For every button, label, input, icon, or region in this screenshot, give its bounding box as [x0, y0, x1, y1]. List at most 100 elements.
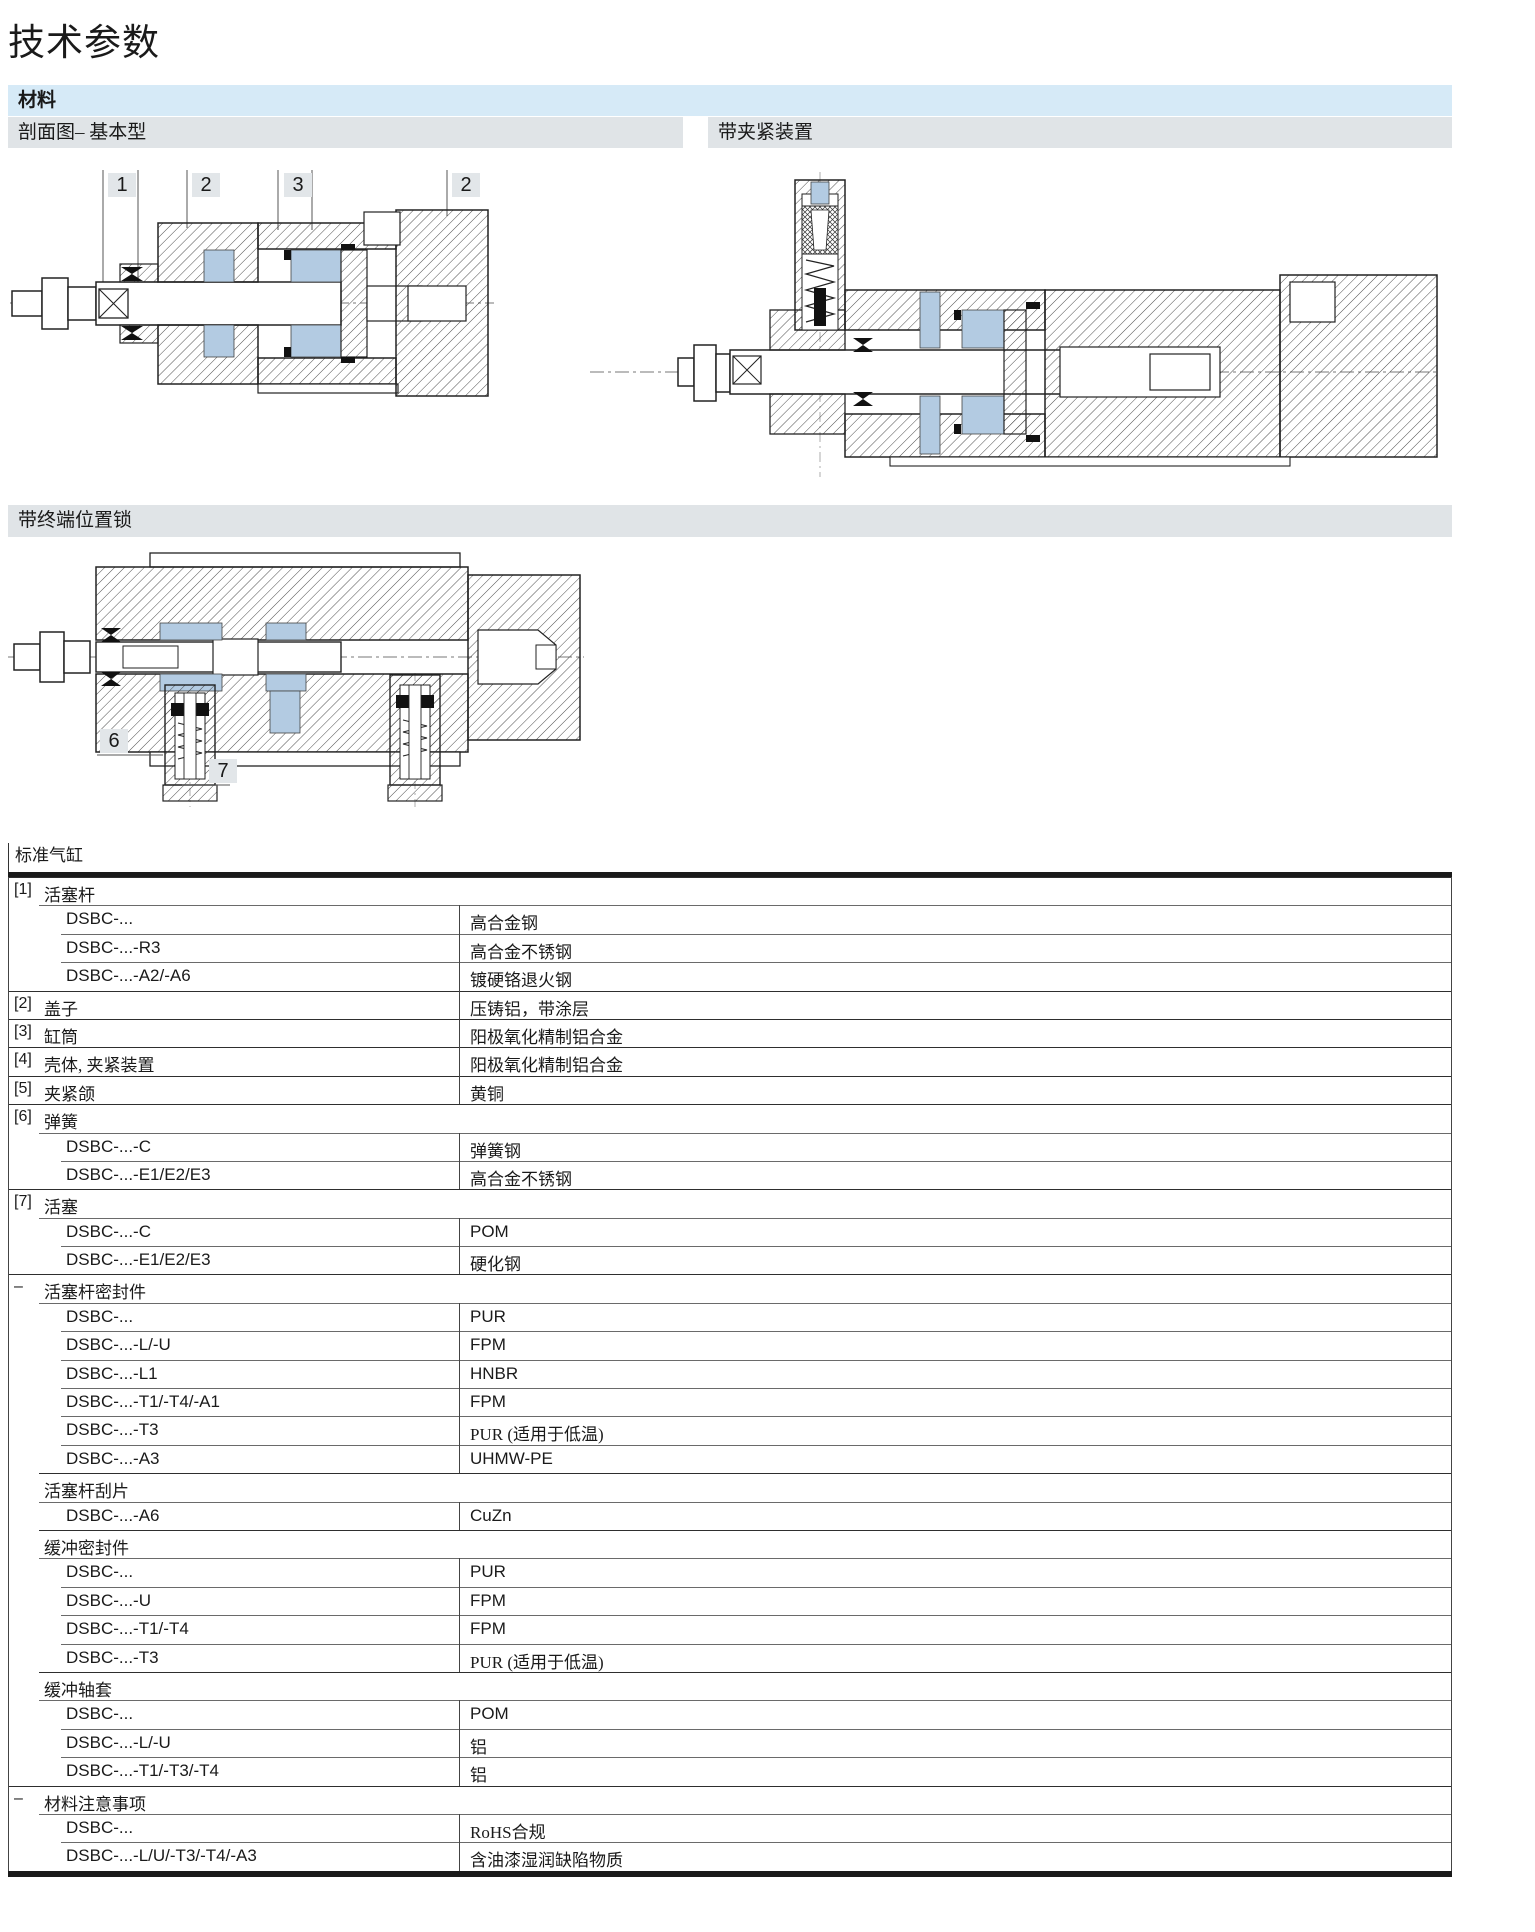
row-value: POM [459, 1700, 1451, 1729]
row-value: 弹簧钢 [459, 1132, 1451, 1161]
table-row: – 活塞杆密封件 [9, 1274, 1451, 1302]
table-row: DSBC-... PUR [9, 1302, 1451, 1332]
table-row: [7]活塞 [9, 1189, 1451, 1217]
clamping-cylinder-drawing [590, 142, 1440, 492]
row-label: DSBC-...-E1/E2/E3 [66, 1164, 211, 1184]
row-number: – [14, 1789, 23, 1807]
basic-cylinder-cross-section [10, 170, 494, 397]
row-label: 材料注意事项 [44, 1794, 146, 1814]
table-row: [3]缸筒阳极氧化精制铝合金 [9, 1018, 1451, 1048]
table-row: [5] 夹紧颌 黄铜 [9, 1075, 1451, 1105]
part-label-2: 2 [192, 173, 220, 197]
table-row: – 材料注意事项 [9, 1785, 1451, 1814]
row-label: DSBC-...-U [66, 1590, 151, 1610]
table-row: DSBC-...RoHS合规 [9, 1813, 1451, 1843]
row-value: 阳极氧化精制铝合金 [459, 1047, 1451, 1076]
row-label: DSBC-...-T1/-T4/-A1 [66, 1392, 220, 1412]
row-value: CuZn [459, 1501, 1451, 1530]
part-label-7: 7 [209, 759, 237, 783]
row-value: 高合金不锈钢 [459, 933, 1451, 963]
table-row: DSBC-...-T3 PUR (适用于低温) [9, 1643, 1451, 1672]
row-number: – [14, 1278, 23, 1296]
row-number: [2] [14, 994, 32, 1012]
row-label: 夹紧颌 [44, 1084, 95, 1104]
row-number: [5] [14, 1079, 32, 1097]
table-row: DSBC-...-L/-U FPM [9, 1331, 1451, 1360]
end-lock-cylinder-drawing: 6 7 [8, 545, 588, 810]
materials-table: 标准气缸 [1] 活塞杆 DSBC-... 高合金钢 DSBC-...-R3 高合金不锈钢… [8, 843, 1452, 1877]
page-title: 技术参数 [8, 23, 160, 64]
table-row: [2]盖子压铸铝，带涂层 [9, 990, 1451, 1019]
row-label: DSBC-...-L/U/-T3/-T4/-A3 [66, 1846, 257, 1866]
row-value: 高合金不锈钢 [459, 1160, 1451, 1190]
row-label: DSBC-... [66, 1562, 134, 1582]
table-row: DSBC-...-T1/-T3/-T4 铝 [9, 1757, 1451, 1786]
row-number: [1] [14, 881, 32, 898]
row-value: 压铸铝，带涂层 [459, 990, 1451, 1019]
row-label: DSBC-...-T1/-T3/-T4 [66, 1761, 220, 1781]
table-row: DSBC-...-R3 高合金不锈钢 [9, 933, 1451, 963]
row-value: POM [459, 1217, 1451, 1247]
row-label: DSBC-...-T3 [66, 1647, 159, 1667]
row-label: DSBC-... [66, 1704, 134, 1724]
row-label: DSBC-... [66, 1306, 134, 1326]
subheader-sectional-view-basic: 剖面图– 基本型 [8, 117, 683, 148]
row-value: FPM [459, 1388, 1451, 1417]
end-lock-cylinder-cross-section [8, 552, 584, 807]
row-value: 镀硬铬退火钢 [459, 962, 1451, 991]
table-row: 缓冲密封件 [9, 1529, 1451, 1558]
table-row: 缓冲轴套 [9, 1671, 1451, 1700]
row-label: DSBC-...-A3 [66, 1448, 160, 1468]
row-value: 阳极氧化精制铝合金 [459, 1018, 1451, 1048]
table-row: DSBC-... POM [9, 1700, 1451, 1729]
row-number: [3] [14, 1022, 32, 1040]
row-value: FPM [459, 1331, 1451, 1360]
row-label: DSBC-...-R3 [66, 937, 161, 957]
table-row: DSBC-...-T1/-T4/-A1 FPM [9, 1388, 1451, 1417]
row-label: 活塞杆密封件 [44, 1283, 146, 1303]
row-label: DSBC-...-A6 [66, 1505, 160, 1525]
row-value: HNBR [459, 1359, 1451, 1389]
part-label-3: 3 [284, 173, 312, 197]
row-label: DSBC-...-L/-U [66, 1732, 171, 1752]
row-value: PUR (适用于低温) [459, 1643, 1451, 1672]
table-top-rule [8, 872, 1452, 877]
table-row: [4]壳体, 夹紧装置阳极氧化精制铝合金 [9, 1047, 1451, 1076]
part-label-1: 1 [108, 173, 136, 197]
row-label: DSBC-...-T1/-T4 [66, 1619, 189, 1639]
row-label: 缓冲密封件 [44, 1538, 129, 1558]
row-number: [4] [14, 1051, 32, 1069]
row-label: DSBC-...-A2/-A6 [66, 966, 191, 986]
row-label: 弹簧 [44, 1113, 78, 1133]
row-label: DSBC-...-L/-U [66, 1335, 171, 1355]
row-value: PUR (适用于低温) [459, 1416, 1451, 1445]
table-row: DSBC-... PUR [9, 1558, 1451, 1587]
row-value: PUR [459, 1302, 1451, 1332]
table-title: 标准气缸 [8, 843, 1452, 872]
table-row: DSBC-...-E1/E2/E3 高合金不锈钢 [9, 1160, 1451, 1190]
row-label: DSBC-... [66, 909, 134, 929]
row-label: 活塞杆刮片 [44, 1482, 129, 1502]
table-row: DSBC-...-A2/-A6 镀硬铬退火钢 [9, 962, 1451, 991]
material-section-header: 材料 [8, 85, 1452, 116]
row-value: 黄铜 [459, 1075, 1451, 1105]
table-row: [1] 活塞杆 [9, 877, 1451, 905]
table-row: DSBC-...-A6 CuZn [9, 1501, 1451, 1530]
row-label: 活塞杆 [44, 886, 95, 905]
table-row: 活塞杆刮片 [9, 1473, 1451, 1501]
row-value: 铝 [459, 1757, 1451, 1786]
row-number: [7] [14, 1193, 32, 1211]
row-value: PUR [459, 1558, 1451, 1587]
row-value: RoHS合规 [459, 1813, 1451, 1843]
row-value: 高合金钢 [459, 905, 1451, 934]
